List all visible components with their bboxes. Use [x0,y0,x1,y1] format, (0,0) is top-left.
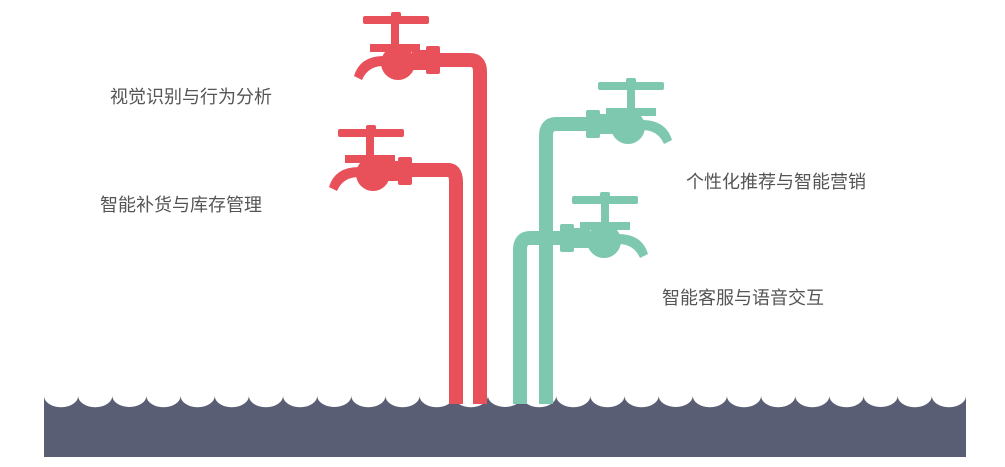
water-wave-shape [44,396,966,457]
red-faucet-bottom [329,125,463,404]
faucet-icon [354,12,440,80]
water-body [44,396,966,457]
label-smart-replenishment: 智能补货与库存管理 [100,195,262,216]
red-pipe-bottom [412,163,463,404]
faucet-icon [586,78,672,144]
green-pipe-top [539,117,600,404]
label-smart-customer-service: 智能客服与语音交互 [662,288,824,309]
red-faucet-top [354,12,487,404]
green-pipe-bottom [513,231,572,404]
label-visual-recognition: 视觉识别与行为分析 [110,87,272,108]
green-faucet-top [539,78,672,404]
faucet-icon [329,125,412,191]
label-personalized-recommendation: 个性化推荐与智能营销 [686,172,866,193]
red-pipe-top [440,53,487,404]
green-faucet-bottom [513,192,648,404]
faucet-icon [560,192,648,258]
